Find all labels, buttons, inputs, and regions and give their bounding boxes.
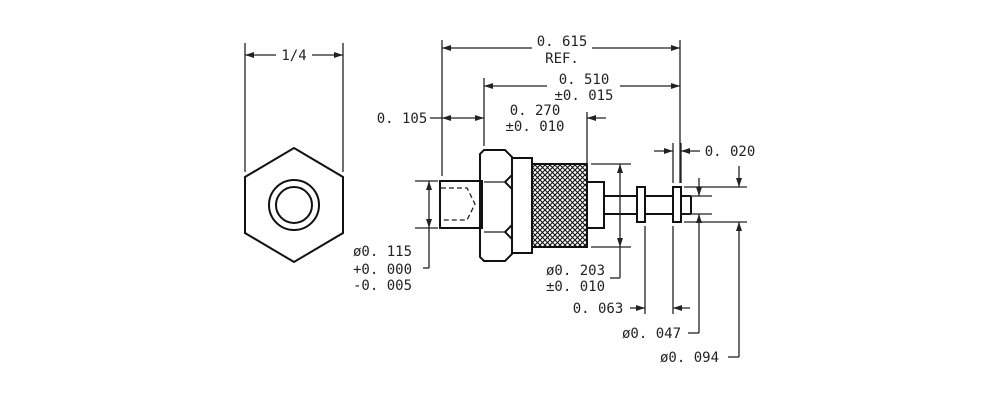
collar-diameter-label: ø0. 094 bbox=[660, 350, 719, 366]
pin-diameter-dimension: ø0. 047 bbox=[622, 178, 712, 342]
knurl-length-tolerance: ±0. 010 bbox=[505, 119, 564, 135]
stud-diameter-tol-minus: -0. 005 bbox=[353, 278, 412, 294]
hex-width-dimension: 1/4 bbox=[244, 43, 344, 172]
hex-end-view bbox=[244, 146, 344, 264]
body-length-dimension: 0. 510 ±0. 015 bbox=[484, 72, 680, 104]
overall-length-dimension: 0. 615 REF. bbox=[442, 34, 680, 67]
groove-width-dimension: 0. 020 bbox=[654, 143, 755, 183]
stud-diameter-tol-plus: +0. 000 bbox=[353, 262, 412, 278]
knurl-diameter-label: ø0. 203 bbox=[546, 263, 605, 279]
knurl-diameter-dimension: ø0. 203 ±0. 010 bbox=[546, 163, 631, 295]
stud-diameter-label: ø0. 115 bbox=[353, 244, 412, 260]
overall-length-label: 0. 615 bbox=[537, 34, 588, 50]
hex-width-label: 1/4 bbox=[281, 48, 306, 64]
tip-length-dimension: 0. 063 bbox=[573, 226, 690, 317]
groove-width-label: 0. 020 bbox=[705, 144, 756, 160]
stud-length-dimension: 0. 105 bbox=[377, 111, 484, 127]
knurl-length-label: 0. 270 bbox=[510, 103, 561, 119]
extension-lines bbox=[441, 40, 681, 183]
tip-length-label: 0. 063 bbox=[573, 301, 624, 317]
body-length-tolerance: ±0. 015 bbox=[554, 88, 613, 104]
overall-length-note: REF. bbox=[545, 51, 579, 67]
knurl-length-dimension: 0. 270 ±0. 010 bbox=[505, 103, 606, 178]
body-length-label: 0. 510 bbox=[559, 72, 610, 88]
knurl-diameter-tolerance: ±0. 010 bbox=[546, 279, 605, 295]
collar-diameter-dimension: ø0. 094 bbox=[660, 166, 747, 366]
stud-length-label: 0. 105 bbox=[377, 111, 428, 127]
stud-diameter-dimension: ø0. 115 +0. 000 -0. 005 bbox=[353, 180, 438, 294]
part-side-view bbox=[439, 149, 692, 262]
pin-diameter-label: ø0. 047 bbox=[622, 326, 681, 342]
